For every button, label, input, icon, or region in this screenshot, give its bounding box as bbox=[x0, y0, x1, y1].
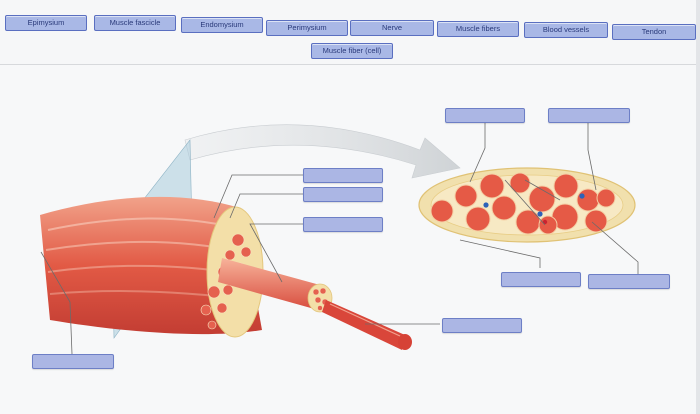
drop-target-6[interactable] bbox=[501, 272, 581, 287]
label-blood-vessels[interactable]: Blood vessels bbox=[524, 22, 608, 38]
label-muscle-fibers[interactable]: Muscle fibers bbox=[437, 21, 519, 37]
label-perimysium[interactable]: Perimysium bbox=[266, 20, 348, 36]
drop-target-4[interactable] bbox=[303, 187, 383, 202]
drop-target-9[interactable] bbox=[32, 354, 114, 369]
drop-target-2[interactable] bbox=[548, 108, 630, 123]
scroll-edge bbox=[696, 0, 700, 414]
label-endomysium[interactable]: Endomysium bbox=[181, 17, 263, 33]
drop-target-3[interactable] bbox=[303, 168, 383, 183]
single-muscle-fiber bbox=[322, 300, 412, 350]
drop-target-7[interactable] bbox=[588, 274, 670, 289]
drop-target-8[interactable] bbox=[442, 318, 522, 333]
muscle-belly bbox=[40, 196, 264, 338]
drop-target-5[interactable] bbox=[303, 217, 383, 232]
label-bank: Epimysium Muscle fascicle Endomysium Per… bbox=[0, 0, 700, 65]
label-muscle-fascicle[interactable]: Muscle fascicle bbox=[94, 15, 176, 31]
label-epimysium[interactable]: Epimysium bbox=[5, 15, 87, 31]
label-muscle-fiber-cell[interactable]: Muscle fiber (cell) bbox=[311, 43, 393, 59]
label-nerve[interactable]: Nerve bbox=[350, 20, 434, 36]
leader-lines bbox=[40, 120, 639, 355]
drop-target-1[interactable] bbox=[445, 108, 525, 123]
direction-arrow bbox=[184, 124, 461, 179]
label-tendon[interactable]: Tendon bbox=[612, 24, 696, 40]
